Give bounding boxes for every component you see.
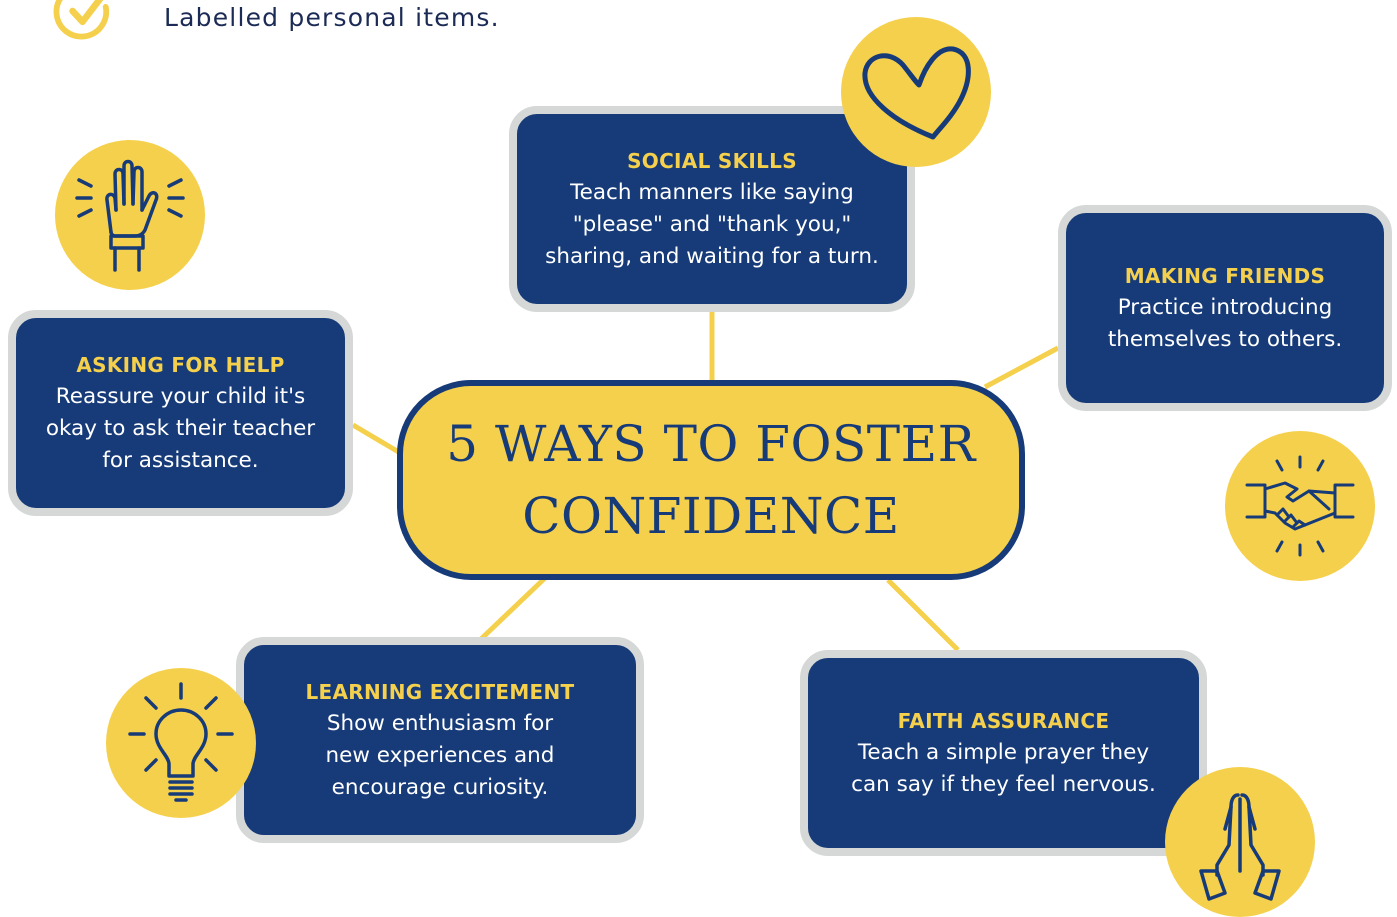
check-circle-icon (53, 0, 110, 40)
connector-learning-excitement (478, 576, 547, 642)
card-faith-assurance: FAITH ASSURANCE Teach a simple prayer th… (800, 650, 1207, 856)
header-line: Labelled personal items. (50, 0, 500, 58)
card-title: LEARNING EXCITEMENT (305, 680, 575, 704)
card-body: Teach manners like saying "please" and "… (545, 180, 879, 269)
connector-asking-for-help (351, 422, 404, 457)
praying-hands-icon (1165, 767, 1315, 917)
handshake-icon (1225, 431, 1375, 581)
card-social-skills: SOCIAL SKILLS Teach manners like saying … (509, 106, 915, 312)
card-title: MAKING FRIENDS (1124, 264, 1326, 288)
header-text: Labelled personal items. (164, 2, 500, 32)
center-title: 5 WAYS TO FOSTER CONFIDENCE (446, 415, 976, 545)
card-body: Teach a simple prayer they can say if th… (851, 740, 1156, 797)
card-body: Reassure your child it's okay to ask the… (45, 384, 316, 473)
card-asking-for-help: ASKING FOR HELP Reassure your child it's… (8, 310, 353, 516)
connector-faith-assurance (886, 578, 960, 652)
lightbulb-icon (106, 668, 256, 818)
card-title: FAITH ASSURANCE (897, 709, 1110, 733)
card-body: Show enthusiasm for new experiences and … (325, 711, 555, 800)
card-learning-excitement: LEARNING EXCITEMENT Show enthusiasm for … (236, 637, 644, 843)
raised-hand-icon (55, 140, 205, 290)
card-body: Practice introducing themselves to other… (1107, 295, 1343, 352)
connector-making-friends (983, 345, 1060, 390)
heart-icon (841, 17, 991, 167)
center-title-box: 5 WAYS TO FOSTER CONFIDENCE (397, 380, 1025, 580)
card-making-friends: MAKING FRIENDS Practice introducing them… (1058, 205, 1392, 411)
card-title: ASKING FOR HELP (76, 353, 285, 377)
card-title: SOCIAL SKILLS (627, 149, 797, 173)
